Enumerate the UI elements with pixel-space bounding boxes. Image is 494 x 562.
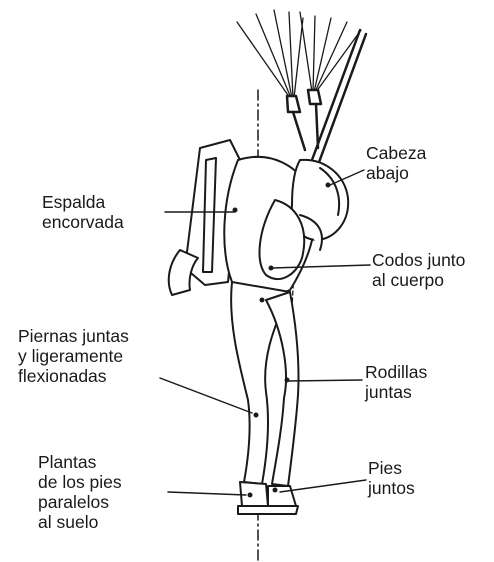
- parachute-risers: [285, 28, 368, 167]
- label-legs-together: Piernas juntas y ligeramente flexionadas: [18, 326, 129, 386]
- parachutist-figure: [167, 139, 350, 515]
- label-line: Rodillas: [365, 362, 428, 382]
- label-line: Espalda: [42, 192, 106, 212]
- label-line: Plantas: [38, 452, 97, 472]
- label-line: Pies: [368, 458, 403, 478]
- body-reference-dots: [232, 182, 331, 498]
- leader-lines: [159, 169, 371, 496]
- label-back-arched: Espalda encorvada: [42, 192, 124, 232]
- label-line: de los pies: [38, 472, 122, 492]
- suspension-lines: [236, 9, 362, 99]
- label-line: al suelo: [38, 512, 99, 532]
- label-line: Codos junto: [372, 250, 466, 270]
- label-soles-parallel: Plantas de los pies paralelos al suelo: [38, 452, 122, 532]
- label-knees-together: Rodillas juntas: [365, 362, 427, 402]
- label-line: abajo: [366, 163, 409, 183]
- label-line: encorvada: [42, 212, 124, 232]
- label-line: paralelos: [38, 492, 110, 512]
- label-line: flexionadas: [18, 366, 107, 386]
- label-line: Piernas juntas: [18, 326, 129, 346]
- label-head-down: Cabeza abajo: [366, 143, 426, 183]
- label-feet-together: Pies juntos: [368, 458, 415, 498]
- label-line: juntos: [368, 478, 415, 498]
- label-line: juntas: [365, 382, 412, 402]
- label-line: y ligeramente: [18, 346, 124, 366]
- label-line: al cuerpo: [372, 270, 444, 290]
- label-line: Cabeza: [366, 143, 427, 163]
- label-elbows-close: Codos junto al cuerpo: [372, 250, 465, 290]
